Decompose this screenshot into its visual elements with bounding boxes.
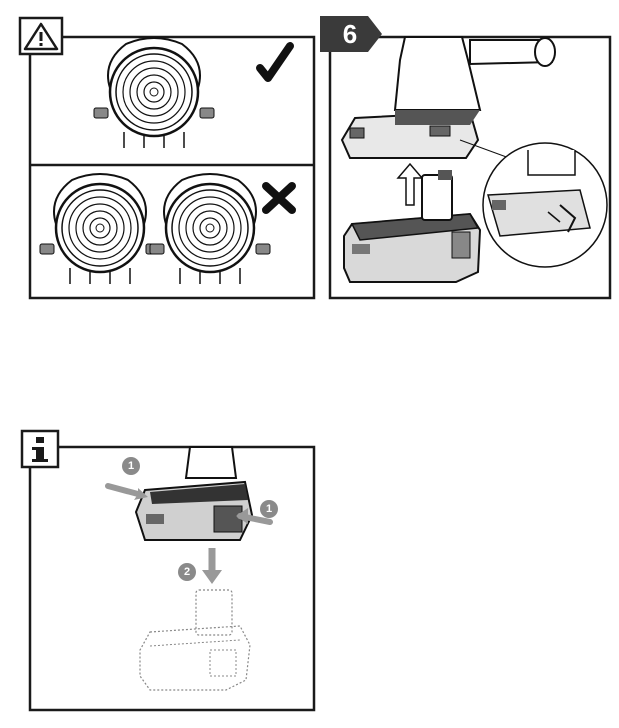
drill-illustration — [340, 36, 556, 159]
press-arrow-left-icon — [105, 483, 148, 500]
drill-release-illustration — [134, 446, 254, 541]
step-panel — [328, 35, 612, 300]
callout-1-left: 1 — [122, 457, 140, 475]
warning-triangle-icon — [18, 16, 64, 56]
step-number-tab — [320, 16, 382, 52]
press-arrow-right-icon — [236, 508, 273, 525]
chuck-correct-illustration — [92, 36, 216, 150]
step-number: 6 — [342, 19, 358, 49]
battery-dotted-illustration — [139, 589, 251, 691]
warning-panel — [28, 35, 316, 300]
info-icon — [20, 429, 60, 469]
info-panel — [28, 445, 316, 712]
check-icon — [256, 42, 294, 82]
cross-icon — [262, 182, 296, 214]
battery-illustration — [343, 170, 482, 283]
callout-1-right: 1 — [260, 500, 278, 518]
chuck-incorrect-illustration — [38, 172, 272, 286]
lift-arrow-icon — [396, 162, 424, 206]
callout-2: 2 — [178, 563, 196, 581]
zoom-detail-circle — [482, 142, 608, 268]
pull-down-arrow-icon — [202, 548, 222, 584]
